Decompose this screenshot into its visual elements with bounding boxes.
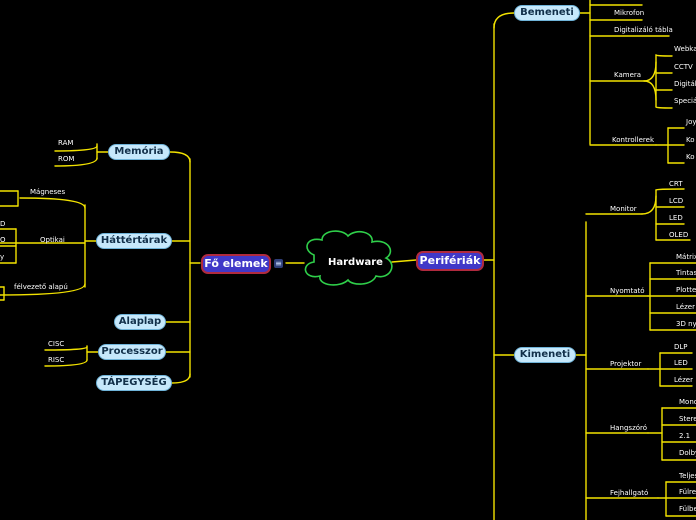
- leaf-fejhallgato[interactable]: Fejhallgató: [610, 489, 649, 497]
- center-cloud-shape: [304, 230, 393, 286]
- leaf-monitor[interactable]: Monitor: [610, 205, 637, 213]
- leaf-kontroller-2[interactable]: Ko: [686, 153, 695, 161]
- node-memoria[interactable]: Memória: [108, 144, 170, 160]
- leaf-rom[interactable]: ROM: [58, 155, 75, 163]
- leaf-teljes[interactable]: Teljes: [679, 472, 696, 480]
- leaf-kontroller-1[interactable]: Ko: [686, 136, 695, 144]
- leaf-optikai-child-3[interactable]: y: [0, 253, 5, 261]
- leaf-dlp[interactable]: DLP: [674, 343, 688, 351]
- leaf-specialis[interactable]: Speciá: [674, 97, 696, 105]
- node-fo-elemek[interactable]: Fő elemek: [201, 254, 271, 274]
- node-periferiak[interactable]: Perifériák: [416, 251, 484, 271]
- leaf-mono[interactable]: Mono: [679, 398, 696, 406]
- leaf-lcd[interactable]: LCD: [669, 197, 684, 205]
- leaf-3d-nyomtato[interactable]: 3D nyo: [676, 320, 696, 328]
- leaf-webkamera[interactable]: Webka: [674, 45, 696, 53]
- leaf-lezer-nyomtato[interactable]: Lézer: [676, 303, 695, 311]
- leaf-fulre[interactable]: Fülre: [679, 488, 696, 496]
- node-alaplap[interactable]: Alaplap: [114, 314, 166, 330]
- leaf-magneses[interactable]: Mágneses: [30, 188, 66, 196]
- leaf-ram[interactable]: RAM: [58, 139, 74, 147]
- leaf-stereo[interactable]: Stere: [679, 415, 696, 423]
- leaf-digitalizalo-tabla[interactable]: Digitalizáló tábla: [614, 26, 673, 34]
- leaf-kontrollerek[interactable]: Kontrollerek: [612, 136, 654, 144]
- leaf-projektor[interactable]: Projektor: [610, 360, 642, 368]
- leaf-cctv[interactable]: CCTV: [674, 63, 693, 71]
- leaf-risc[interactable]: RISC: [48, 356, 65, 364]
- node-bemeneti[interactable]: Bemeneti: [514, 5, 580, 21]
- leaf-crt[interactable]: CRT: [669, 180, 683, 188]
- leaf-kamera[interactable]: Kamera: [614, 71, 642, 79]
- leaf-oled[interactable]: OLED: [669, 231, 689, 239]
- node-processzor[interactable]: Processzor: [98, 344, 166, 360]
- leaf-nyomtato[interactable]: Nyomtató: [610, 287, 645, 295]
- leaf-matrix[interactable]: Mátrix: [676, 253, 696, 261]
- leaf-mikrofon[interactable]: Mikrofon: [614, 9, 645, 17]
- node-tapegyseg[interactable]: TÁPEGYSÉG: [96, 375, 172, 391]
- node-hattertarak[interactable]: Háttértárak: [96, 233, 172, 249]
- leaf-hangszoro[interactable]: Hangszóró: [610, 424, 648, 432]
- leaf-tintasugaras[interactable]: Tintas: [676, 269, 696, 277]
- center-topic[interactable]: Hardware: [328, 257, 383, 268]
- leaf-felvezeto[interactable]: félvezető alapú: [14, 283, 68, 291]
- node-kimeneti[interactable]: Kimeneti: [514, 347, 576, 363]
- leaf-dolby[interactable]: Dolby: [679, 449, 696, 457]
- leaf-optikai-child-2[interactable]: O: [0, 236, 6, 244]
- leaf-digitalis[interactable]: Digitál: [674, 80, 696, 88]
- leaf-plotter[interactable]: Plotter: [676, 286, 696, 294]
- menu-icon[interactable]: ≡: [274, 259, 283, 268]
- leaf-led-projektor[interactable]: LED: [674, 359, 688, 367]
- leaf-joystick[interactable]: Joy: [686, 118, 696, 126]
- leaf-cisc[interactable]: CISC: [48, 340, 65, 348]
- leaf-optikai[interactable]: Optikai: [40, 236, 65, 244]
- leaf-fulbe[interactable]: Fülbe: [679, 505, 696, 513]
- leaf-lezer-projektor[interactable]: Lézer: [674, 376, 693, 384]
- leaf-2-1[interactable]: 2.1: [679, 432, 691, 440]
- leaf-optikai-child-1[interactable]: D: [0, 220, 6, 228]
- leaf-led[interactable]: LED: [669, 214, 683, 222]
